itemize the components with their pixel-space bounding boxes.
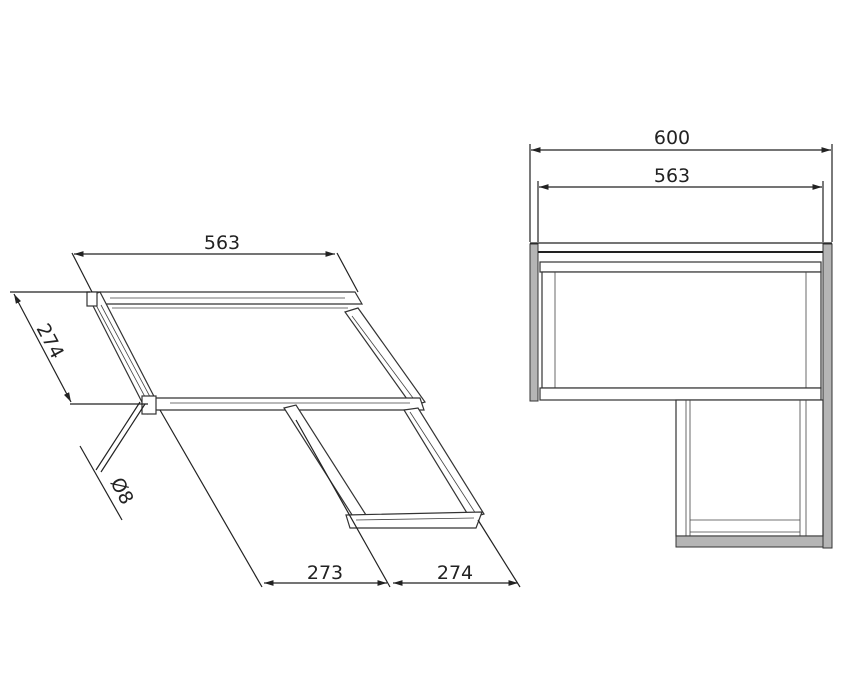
isometric-frame-view: 563 274 Ø8 273 274 [10, 232, 521, 588]
dimension-outer-width: 600 [529, 127, 833, 242]
dimension-width: 563 [71, 232, 359, 293]
frame [86, 291, 485, 529]
dimension-label-inner-width: 563 [654, 165, 690, 187]
dimension-inner-width: 563 [537, 165, 824, 242]
dimension-label-width: 563 [204, 232, 240, 254]
dimension-label-extension-2: 274 [437, 562, 473, 584]
front-view: 600 563 [529, 127, 833, 549]
cabinet [529, 242, 833, 549]
dimension-diameter: Ø8 [79, 401, 146, 521]
dimension-label-depth: 274 [32, 320, 68, 362]
dimension-label-outer-width: 600 [654, 127, 690, 149]
dimension-label-extension-1: 273 [307, 562, 343, 584]
dimension-extension: 273 274 [159, 409, 521, 588]
dimension-label-diameter: Ø8 [106, 474, 138, 508]
